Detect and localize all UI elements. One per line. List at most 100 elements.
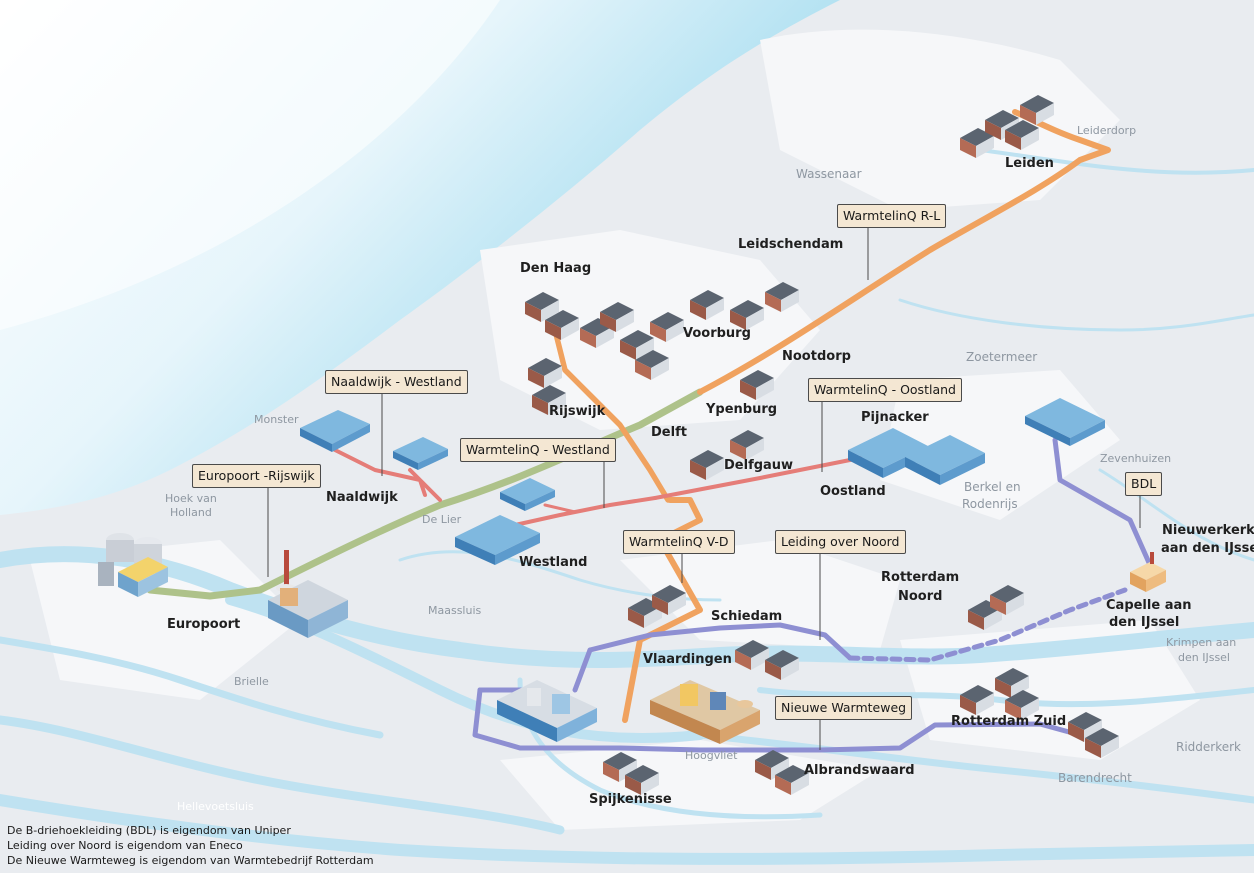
town-krimpen-line2: den IJssel (1178, 651, 1230, 664)
legend-line-leiding-over-noord: Leiding over Noord is eigendom van Eneco (7, 839, 243, 852)
town-barendrecht: Barendrecht (1058, 771, 1132, 785)
house-block (1005, 120, 1039, 150)
house-block (600, 302, 634, 332)
pipe-bdl (1052, 437, 1153, 568)
plant-europoort-east (268, 550, 348, 638)
town-hoek-van-holland-line2: Holland (170, 506, 212, 519)
label-warmtelinq-rl: WarmtelinQ R-L (837, 204, 947, 228)
greenhouses (300, 398, 1105, 565)
house-block (532, 385, 566, 415)
label-leiding-over-noord: Leiding over Noord (775, 530, 906, 554)
city-nieuwerkerk-line1: Nieuwerkerk (1162, 523, 1254, 538)
town-hoek-van-holland-line1: Hoek van (165, 492, 217, 505)
label-warmtelinq-westland: WarmtelinQ - Westland (460, 438, 616, 462)
greenhouse-westland-a (500, 478, 555, 511)
house-block (755, 750, 789, 780)
city-rotterdam-noord-line2: Noord (898, 589, 943, 604)
town-brielle: Brielle (234, 675, 269, 688)
house-block (652, 585, 686, 615)
plants (98, 533, 1166, 744)
city-nieuwerkerk-line2: aan den IJssel (1161, 541, 1254, 556)
house-block (960, 128, 994, 158)
pipe-leiding-dashed (847, 587, 1128, 663)
pipe-west-purple (477, 647, 593, 693)
town-hellevoetsluis: Hellevoetsluis (177, 800, 254, 813)
label-leaders (267, 228, 1141, 750)
house-block (740, 370, 774, 400)
house-block (1020, 95, 1054, 125)
city-albrandswaard: Albrandswaard (804, 763, 915, 778)
city-leiden: Leiden (1005, 156, 1054, 171)
town-hoogvliet: Hoogvliet (685, 749, 738, 762)
city-spijkenisse: Spijkenisse (589, 792, 672, 807)
label-warmtelinq-oostland: WarmtelinQ - Oostland (808, 378, 962, 402)
city-naaldwijk: Naaldwijk (326, 490, 398, 505)
city-ypenburg: Ypenburg (706, 402, 778, 417)
town-monster: Monster (254, 413, 299, 426)
house-block (525, 292, 559, 322)
pipe-nieuwe-warmteweg (472, 687, 1083, 753)
house-block (735, 640, 769, 670)
plant-capelle (1130, 552, 1166, 592)
house-block (1005, 690, 1039, 720)
house-block (528, 358, 562, 388)
town-berkel-line2: Rodenrijs (962, 497, 1018, 511)
town-zoetermeer: Zoetermeer (966, 350, 1038, 364)
house-block (995, 668, 1029, 698)
city-leidschendam: Leidschendam (738, 237, 844, 252)
pipe-naaldwijk-westland (333, 448, 442, 502)
city-pijnacker: Pijnacker (861, 410, 929, 425)
city-oostland: Oostland (820, 484, 886, 499)
city-nootdorp: Nootdorp (782, 349, 851, 364)
greenhouse-monster (300, 410, 370, 452)
house-block (960, 685, 994, 715)
pipe-warmtelinq-rl (697, 109, 1111, 395)
label-warmtelinq-vd: WarmtelinQ V-D (623, 530, 735, 554)
city-vlaardingen: Vlaardingen (643, 652, 732, 667)
house-block (635, 350, 669, 380)
city-voorburg: Voorburg (683, 326, 751, 341)
house-block (603, 752, 637, 782)
greenhouse-oostland-b (905, 435, 985, 485)
city-europoort: Europoort (167, 617, 241, 632)
plant-botlek-east (650, 680, 760, 744)
label-europoort-rijswijk: Europoort -Rijswijk (192, 464, 321, 488)
house-block (730, 300, 764, 330)
city-capelle-line1: Capelle aan (1106, 598, 1192, 613)
town-leiderdorp: Leiderdorp (1077, 124, 1137, 137)
town-maassluis: Maassluis (428, 604, 482, 617)
house-block (765, 282, 799, 312)
city-den-haag: Den Haag (520, 261, 592, 276)
pipe-warmtelinq-oostland (653, 456, 862, 500)
city-schiedam: Schiedam (711, 609, 783, 624)
house-block (1085, 728, 1119, 758)
houses (525, 95, 1119, 795)
pipe-westland-branch (543, 503, 577, 514)
city-rotterdam-zuid: Rotterdam Zuid (951, 714, 1067, 729)
house-block (990, 585, 1024, 615)
town-wassenaar: Wassenaar (796, 167, 862, 181)
house-block (545, 310, 579, 340)
town-krimpen-line1: Krimpen aan (1166, 636, 1237, 649)
legend-line-bdl: De B-driehoekleiding (BDL) is eigendom v… (7, 824, 291, 837)
house-block (650, 312, 684, 342)
house-block (690, 290, 724, 320)
ownership-legend: De B-driehoekleiding (BDL) is eigendom v… (7, 823, 374, 868)
pipe-denhaag-delft (552, 327, 671, 503)
plant-europoort-west (98, 533, 168, 597)
greenhouse-westland-b (455, 515, 540, 565)
greenhouse-naaldwijk (393, 437, 448, 470)
pipe-leiding-over-noord (587, 622, 853, 661)
town-zevenhuizen: Zevenhuizen (1100, 452, 1172, 465)
label-bdl: BDL (1125, 472, 1163, 496)
city-rijswijk: Rijswijk (549, 404, 606, 419)
greenhouse-zevenhuizen (1025, 398, 1105, 446)
city-rotterdam-noord-line1: Rotterdam (881, 570, 960, 585)
house-block (620, 330, 654, 360)
pipe-warmtelinq-westland (513, 496, 657, 527)
town-berkel-line1: Berkel en (964, 480, 1021, 494)
town-de-lier: De Lier (422, 513, 462, 526)
city-delfgauw: Delfgauw (724, 458, 794, 473)
